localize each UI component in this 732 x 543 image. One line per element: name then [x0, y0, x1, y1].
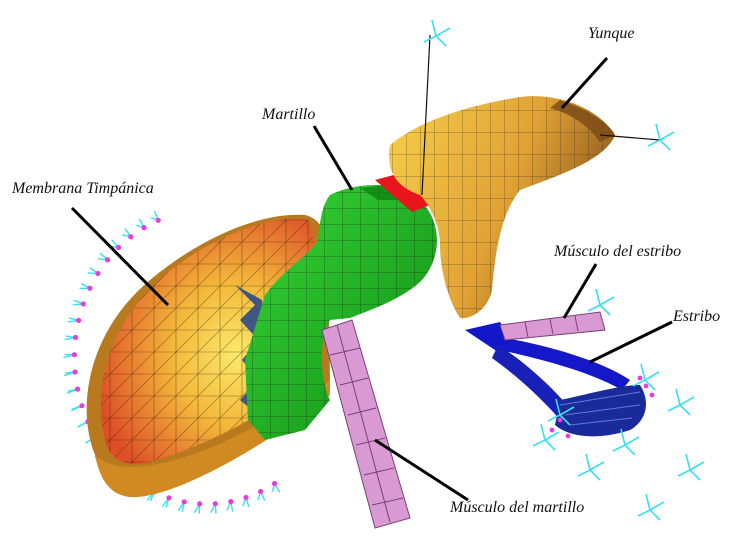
constraint-marker	[71, 403, 84, 411]
arrow-membrana	[72, 208, 168, 305]
tensor-tympani-muscle	[322, 320, 410, 528]
constraint-dot	[566, 434, 571, 439]
constraint-marker	[178, 499, 187, 511]
constraint-marker	[65, 335, 79, 340]
label-estribo: Estribo	[672, 308, 720, 325]
label-musculo-estribo: Músculo del estribo	[553, 243, 681, 260]
constraint-triad	[638, 494, 664, 520]
constraint-marker	[64, 369, 78, 375]
constraint-triad	[578, 454, 604, 480]
constraint-triad	[678, 454, 704, 480]
constraint-marker	[227, 499, 234, 511]
constraint-marker	[63, 352, 77, 358]
constraint-marker	[68, 318, 81, 323]
constraint-triad	[648, 124, 674, 150]
stapes	[465, 322, 646, 436]
constraint-marker	[151, 211, 161, 223]
constraint-triad	[668, 389, 694, 415]
label-martillo: Martillo	[261, 106, 315, 123]
constraint-marker	[88, 268, 101, 276]
constraint-marker	[73, 300, 86, 306]
label-yunque: Yunque	[588, 25, 635, 42]
constraint-marker	[67, 386, 80, 393]
arrow-yunque	[562, 58, 607, 108]
constraint-marker	[122, 229, 133, 240]
arrow-martillo	[314, 126, 352, 190]
constraint-dot	[558, 418, 563, 423]
constraint-marker	[98, 253, 110, 262]
constraint-dot	[650, 393, 655, 398]
constraint-marker	[243, 495, 249, 507]
constraint-triad	[533, 424, 559, 450]
stapedius-muscle	[500, 312, 605, 340]
label-membrana-timpanica: Membrana Timpánica	[11, 180, 154, 197]
constraint-dot	[638, 376, 643, 381]
constraint-dot	[550, 428, 555, 433]
constraint-marker	[136, 219, 146, 230]
constraint-marker	[162, 495, 171, 507]
constraint-triad	[588, 289, 614, 315]
constraint-triad	[424, 20, 450, 46]
constraint-marker	[80, 284, 93, 291]
constraint-marker	[258, 489, 265, 501]
constraint-marker	[194, 501, 202, 514]
constraint-dot	[644, 384, 649, 389]
label-musculo-martillo: Músculo del martillo	[449, 499, 584, 516]
constraint-marker	[211, 501, 218, 514]
constraint-marker	[272, 481, 280, 492]
